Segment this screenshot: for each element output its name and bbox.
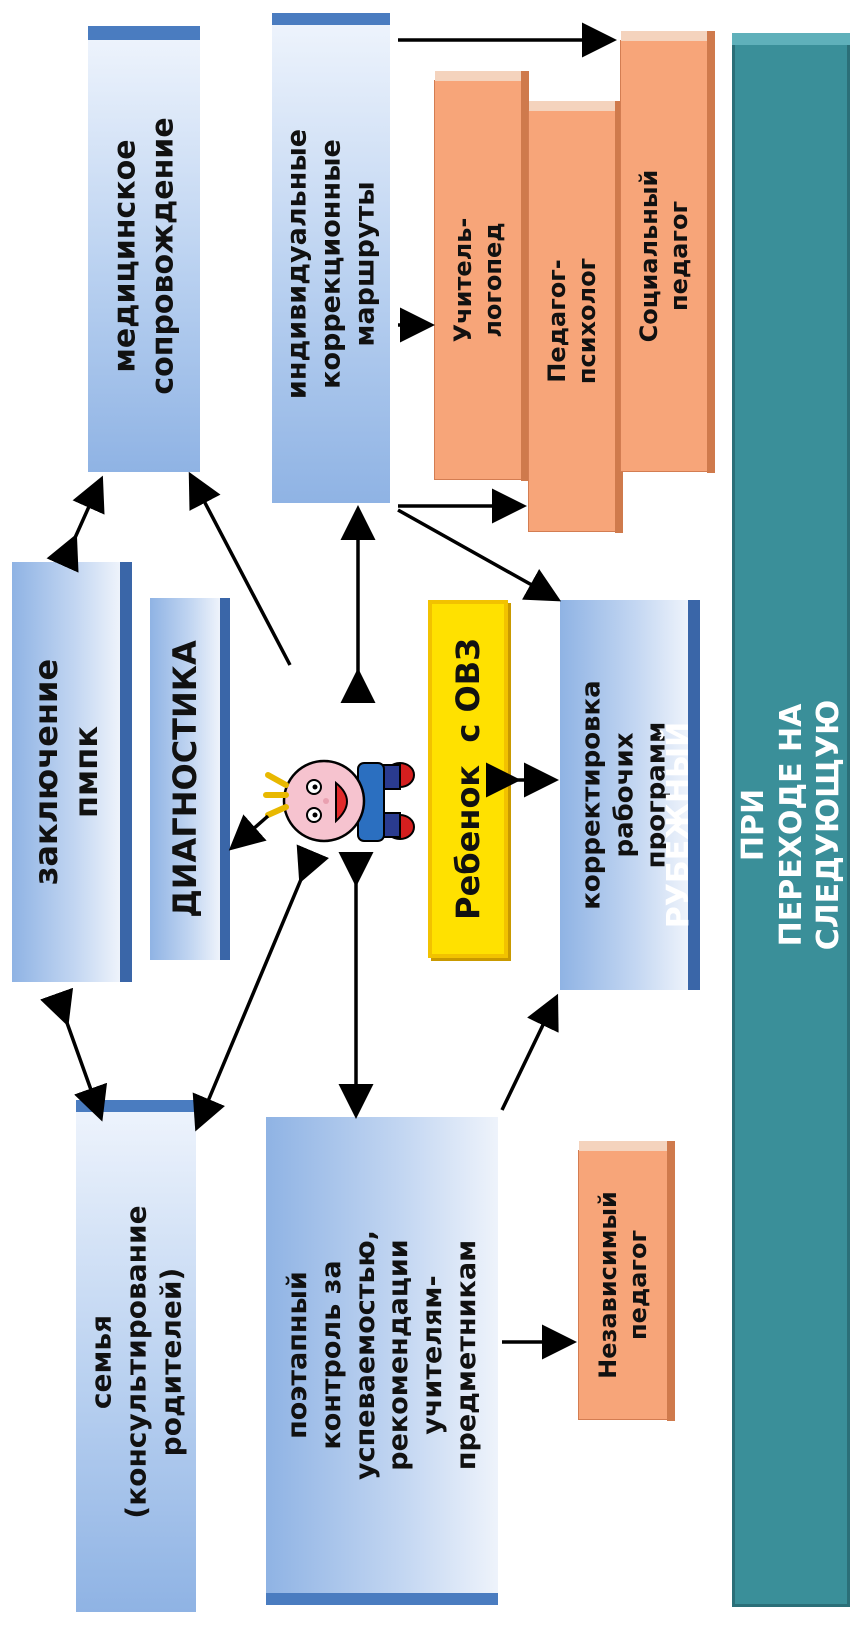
box-psychologist-label: Педагог-психолог <box>543 257 601 385</box>
arrow-control-to-korr <box>500 993 559 1111</box>
box-stage-transition-control-label: РУБЕЖНЫЙ КОНТРОЛЬ ПРИ ПЕРЕХОДЕ НА СЛЕДУЮ… <box>660 699 868 950</box>
box-independent-pedagogue-label: Независимый педагог <box>594 1191 652 1379</box>
arrow-pmpk-med <box>46 475 105 573</box>
box-medical: медицинское сопровождение <box>88 26 200 472</box>
box-program-correction: корректировка рабочих программ <box>560 600 700 990</box>
child-figure-icon <box>263 759 415 843</box>
box-diagnostics-label: ДИАГНОСТИКА <box>166 640 204 918</box>
box-program-correction-label: корректировка рабочих программ <box>576 680 672 910</box>
box-psychologist: Педагог-психолог <box>528 101 623 533</box>
box-medical-label: медицинское сопровождение <box>107 117 181 395</box>
box-diagnostics: ДИАГНОСТИКА <box>150 598 230 960</box>
box-child-with-disabilities: Ребенок с ОВЗ <box>428 600 508 958</box>
box-speech-therapist: Учитель-логопед <box>434 71 529 481</box>
box-stage-control: поэтапный контроль за успеваемостью, рек… <box>266 1117 498 1605</box>
box-independent-pedagogue: Независимый педагог <box>578 1141 675 1421</box>
box-pmpk-conclusion: заключение пмпк <box>12 562 132 982</box>
box-family: семья (консультирование родителей) <box>76 1100 196 1612</box>
box-stage-transition-control: РУБЕЖНЫЙ КОНТРОЛЬ ПРИ ПЕРЕХОДЕ НА СЛЕДУЮ… <box>661 33 868 1607</box>
box-individual-routes: индивидуальные коррекционные маршруты <box>272 13 390 503</box>
box-social-pedagogue: Социальный педагог <box>620 31 715 473</box>
box-family-label: семья (консультирование родителей) <box>84 1205 188 1519</box>
box-child-with-disabilities-label: Ребенок с ОВЗ <box>449 638 487 920</box>
box-individual-routes-label: индивидуальные коррекционные маршруты <box>281 128 380 400</box>
box-speech-therapist-label: Учитель-логопед <box>449 217 507 343</box>
box-pmpk-conclusion-label: заключение пмпк <box>27 658 105 886</box>
box-social-pedagogue-label: Социальный педагог <box>635 169 693 343</box>
box-stage-control-label: поэтапный контроль за успеваемостью, рек… <box>281 1229 482 1481</box>
